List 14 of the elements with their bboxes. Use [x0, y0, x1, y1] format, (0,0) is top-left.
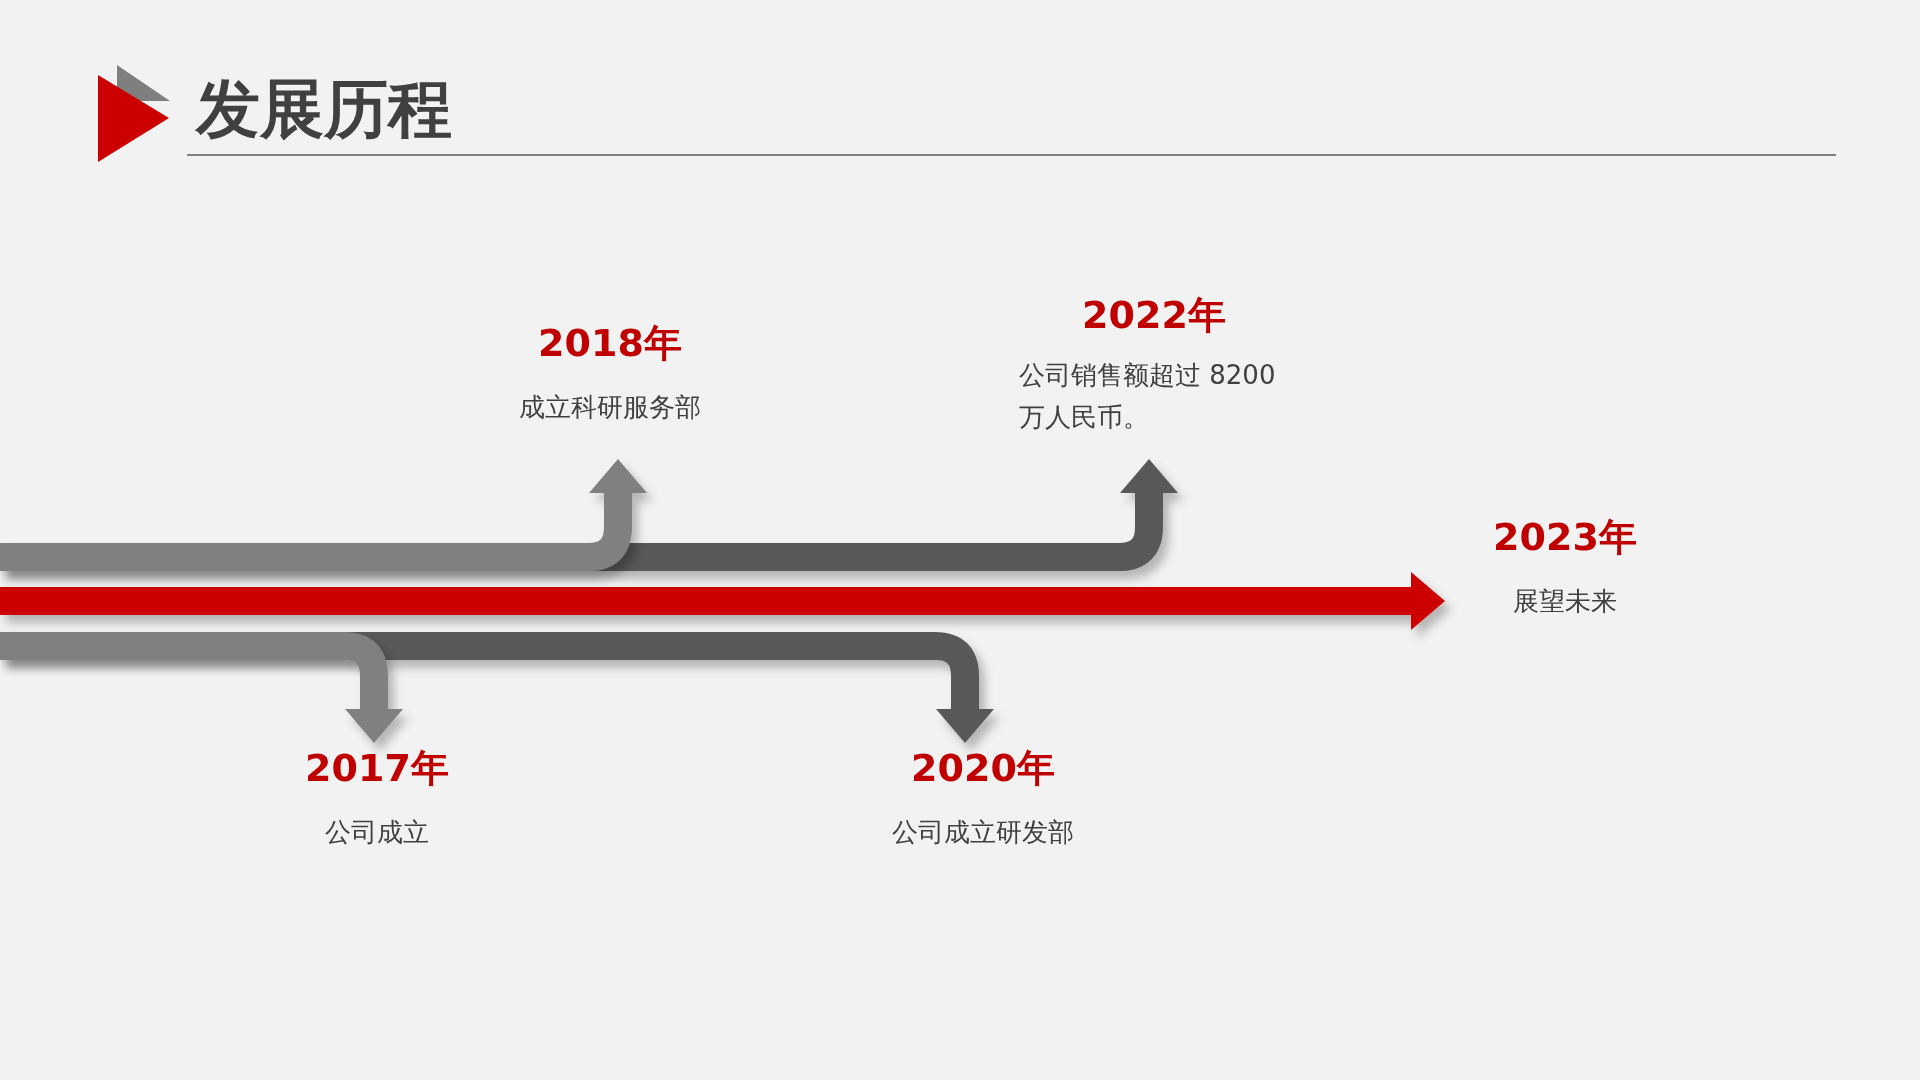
- arrow: [0, 572, 1445, 630]
- year-label: 2023年: [1492, 514, 1638, 561]
- year-label: 2022年: [1081, 292, 1227, 339]
- arrow: [0, 632, 403, 743]
- page-title: 发展历程: [196, 71, 452, 148]
- year-label: 2017年: [304, 745, 450, 792]
- year-label: 2020年: [910, 745, 1056, 792]
- milestone-description: 成立科研服务部: [518, 391, 702, 424]
- milestone-description: 展望未来: [1512, 585, 1618, 618]
- arrow: [0, 459, 647, 571]
- milestone-description: 公司成立研发部: [891, 816, 1075, 849]
- year-label: 2018年: [537, 320, 683, 367]
- milestone-description: 公司销售额超过 8200 万人民币。: [1019, 359, 1277, 434]
- milestone-description: 公司成立: [324, 816, 430, 849]
